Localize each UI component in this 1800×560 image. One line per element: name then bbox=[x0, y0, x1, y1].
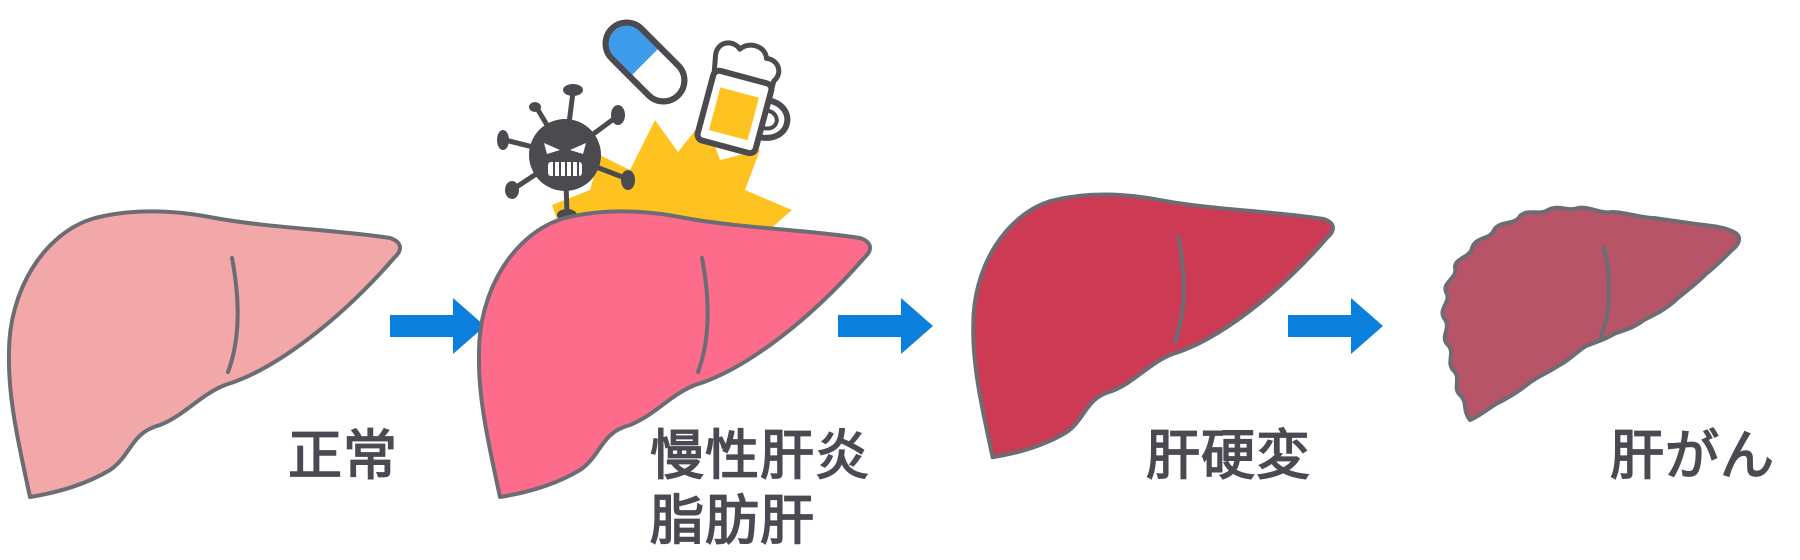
progression-arrow-2 bbox=[838, 298, 933, 354]
cirrhosis-liver bbox=[971, 192, 1335, 460]
progression-arrow-3 bbox=[1288, 298, 1383, 354]
pill-icon bbox=[602, 19, 688, 105]
stage-label-chronic-hepatitis: 慢性肝炎 bbox=[650, 424, 870, 487]
stage-label-normal: 正常 bbox=[288, 424, 398, 487]
cause-burst bbox=[552, 118, 792, 238]
stage-label-fatty-liver: 脂肪肝 bbox=[650, 489, 815, 552]
beer-mug-icon bbox=[694, 40, 791, 157]
progression-arrow-1 bbox=[390, 298, 485, 354]
cancer-liver bbox=[1440, 205, 1741, 422]
stage-label-liver-cancer: 肝がん bbox=[1610, 424, 1775, 487]
stage-label-cirrhosis: 肝硬変 bbox=[1146, 424, 1311, 487]
virus-icon bbox=[497, 84, 635, 221]
